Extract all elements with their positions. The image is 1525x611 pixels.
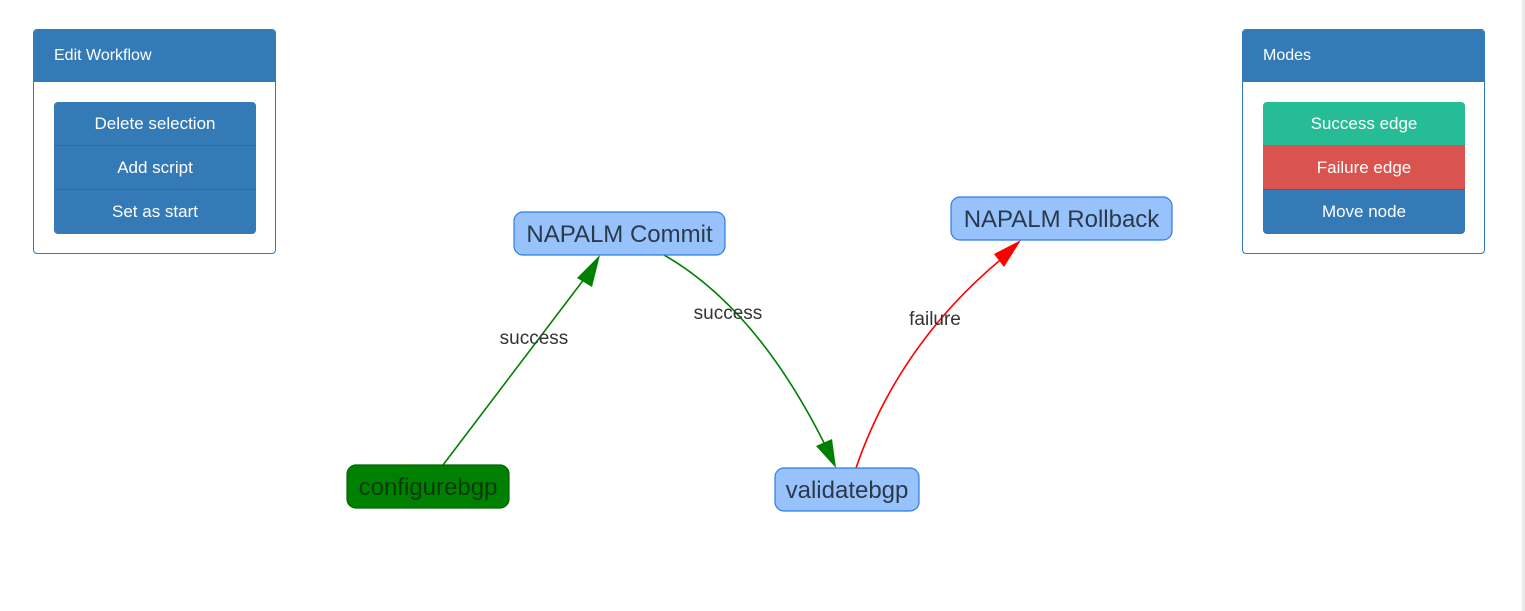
- edit-workflow-button-group: Delete selection Add script Set as start: [54, 102, 256, 234]
- edge-napalm-commit-to-validatebgp[interactable]: success: [663, 254, 836, 468]
- failure-edge-mode-button[interactable]: Failure edge: [1263, 146, 1465, 190]
- modes-panel: Modes Success edge Failure edge Move nod…: [1242, 29, 1485, 254]
- delete-selection-button[interactable]: Delete selection: [54, 102, 256, 146]
- modes-panel-title: Modes: [1243, 30, 1484, 82]
- node-configurebgp[interactable]: configurebgp: [346, 464, 510, 509]
- edit-workflow-panel: Edit Workflow Delete selection Add scrip…: [33, 29, 276, 254]
- edge-label: failure: [909, 309, 961, 330]
- modes-button-group: Success edge Failure edge Move node: [1263, 102, 1465, 234]
- node-label: NAPALM Commit: [526, 221, 713, 248]
- page-scrollbar-track[interactable]: [1522, 0, 1525, 611]
- node-validatebgp[interactable]: validatebgp: [774, 467, 920, 512]
- success-edge-mode-button[interactable]: Success edge: [1263, 102, 1465, 146]
- node-napalm-rollback[interactable]: NAPALM Rollback: [950, 196, 1173, 241]
- add-script-button[interactable]: Add script: [54, 146, 256, 190]
- edge-label: success: [500, 328, 569, 349]
- node-napalm-commit[interactable]: NAPALM Commit: [513, 211, 726, 256]
- edge-validatebgp-to-napalm-rollback[interactable]: failure: [855, 240, 1021, 469]
- set-as-start-button[interactable]: Set as start: [54, 190, 256, 234]
- edge-label: success: [694, 303, 763, 324]
- edit-workflow-panel-title: Edit Workflow: [34, 30, 275, 82]
- move-node-mode-button[interactable]: Move node: [1263, 190, 1465, 234]
- node-label: NAPALM Rollback: [964, 206, 1161, 233]
- node-label: validatebgp: [786, 477, 909, 504]
- node-label: configurebgp: [359, 474, 498, 501]
- edge-configurebgp-to-napalm-commit[interactable]: success: [442, 255, 600, 466]
